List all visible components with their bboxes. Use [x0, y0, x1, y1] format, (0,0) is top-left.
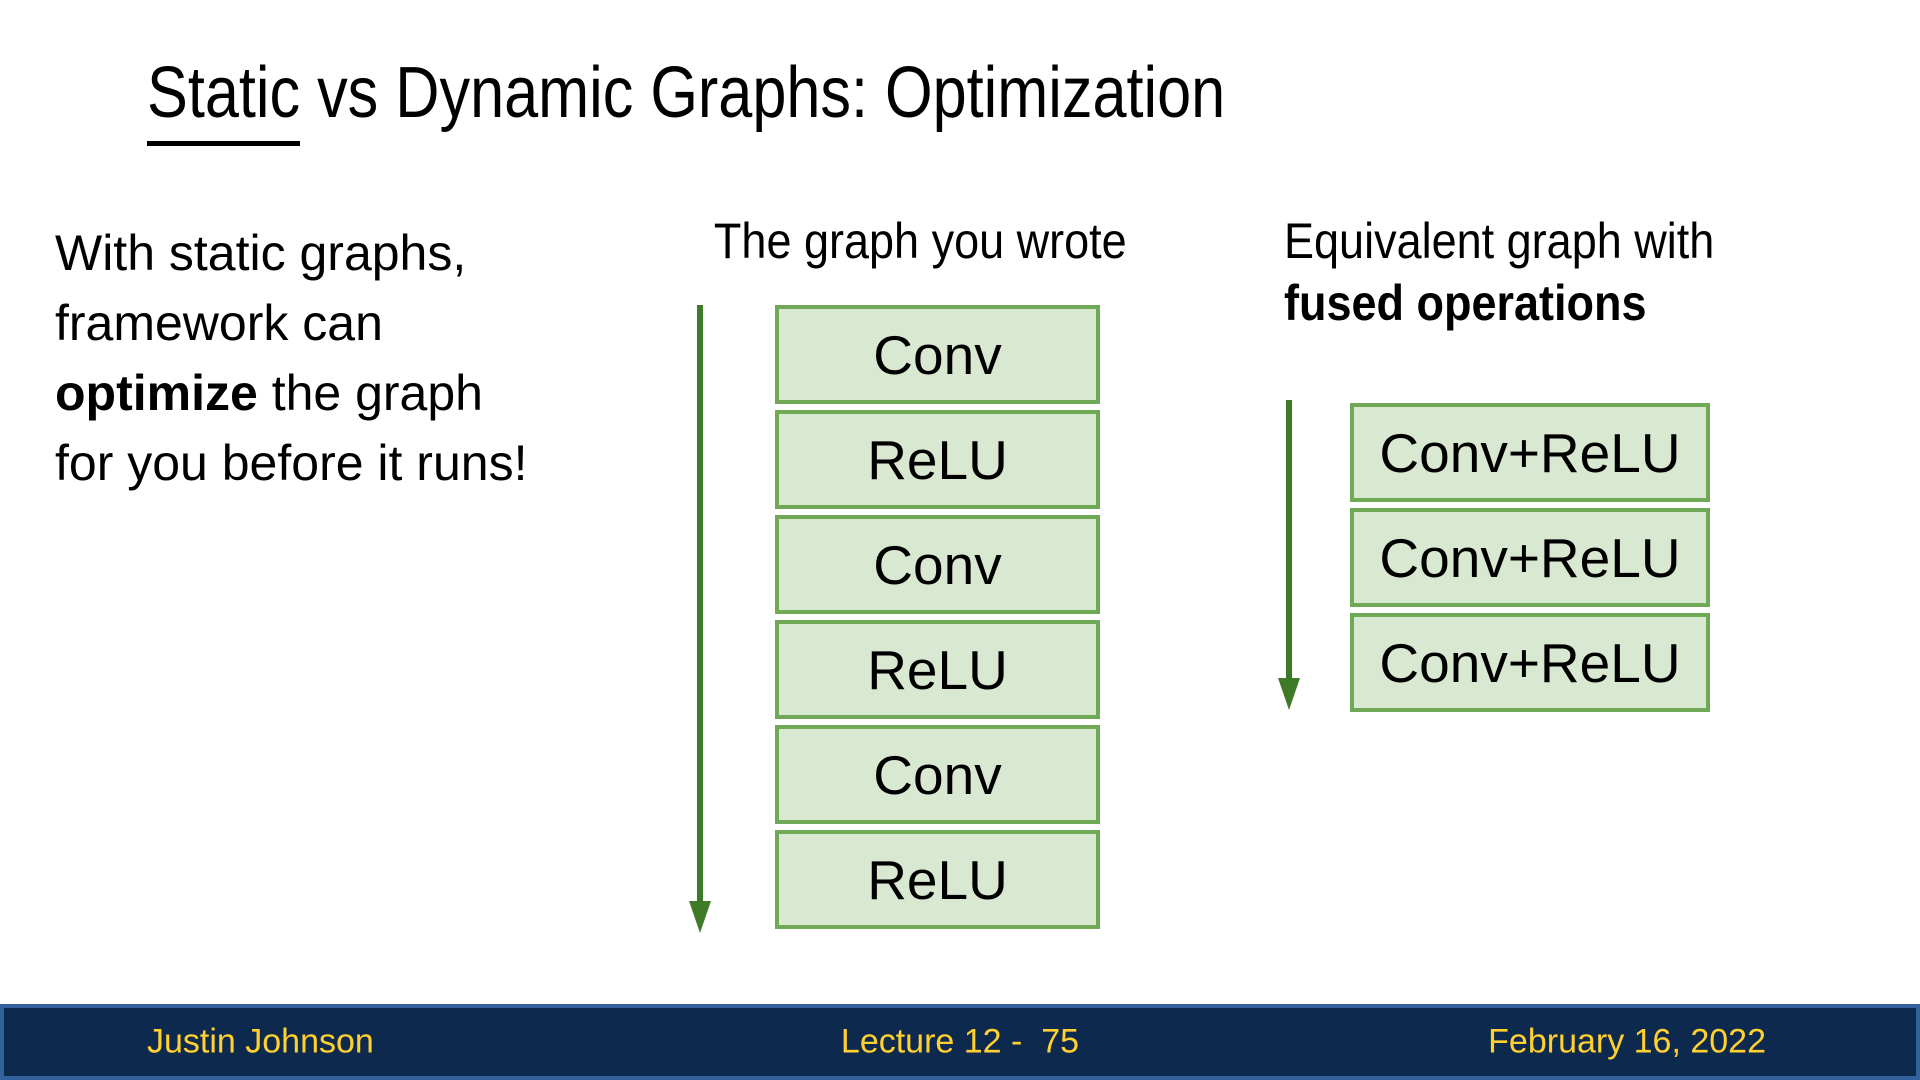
left-note-line: for you before it runs! — [55, 435, 528, 491]
op-box-label: Conv+ReLU — [1379, 421, 1681, 484]
page-title: Static vs Dynamic Graphs: Optimization — [147, 52, 1415, 146]
fused-graph-heading-line1: Equivalent graph with — [1284, 213, 1715, 269]
op-box-label: Conv — [873, 323, 1002, 386]
op-box: Conv+ReLU — [1350, 403, 1710, 502]
title-rest: vs Dynamic Graphs: Optimization — [300, 53, 1226, 133]
op-box: Conv — [775, 515, 1100, 614]
op-box-label: Conv+ReLU — [1379, 631, 1681, 694]
footer-date: February 16, 2022 — [1488, 1022, 1766, 1061]
op-box: ReLU — [775, 830, 1100, 929]
op-box-label: Conv — [873, 743, 1002, 806]
fused-graph-heading-line2: fused operations — [1284, 275, 1647, 331]
op-box: ReLU — [775, 620, 1100, 719]
op-box-label: Conv+ReLU — [1379, 526, 1681, 589]
op-box-label: Conv — [873, 533, 1002, 596]
op-box: Conv — [775, 725, 1100, 824]
op-box-label: ReLU — [867, 638, 1008, 701]
op-box: Conv+ReLU — [1350, 613, 1710, 712]
left-note-line-rest: the graph — [257, 365, 483, 421]
left-note-bold-word: optimize — [55, 365, 258, 421]
written-graph-stack: Conv ReLU Conv ReLU Conv ReLU — [775, 305, 1100, 929]
footer-lecture-number: Lecture 12 - 75 — [840, 1022, 1080, 1061]
op-box: Conv — [775, 305, 1100, 404]
left-note: With static graphs, framework can optimi… — [55, 218, 527, 498]
op-box-label: ReLU — [867, 428, 1008, 491]
down-arrow-icon — [689, 305, 711, 933]
title-underlined-word: Static — [147, 52, 301, 146]
footer-author: Justin Johnson — [147, 1022, 374, 1061]
page-title-text: Static vs Dynamic Graphs: Optimization — [147, 52, 1225, 146]
written-graph-heading: The graph you wrote — [713, 213, 1127, 269]
op-box-label: ReLU — [867, 848, 1008, 911]
left-note-line: framework can — [55, 295, 383, 351]
down-arrow-icon — [1278, 400, 1300, 710]
left-note-line: optimize the graph — [55, 358, 527, 428]
fused-graph-heading: Equivalent graph with fused operations — [1284, 210, 1762, 334]
footer-bar: Justin Johnson Lecture 12 - 75 February … — [0, 1004, 1920, 1080]
left-note-line: With static graphs, — [55, 225, 467, 281]
op-box: Conv+ReLU — [1350, 508, 1710, 607]
fused-graph-stack: Conv+ReLU Conv+ReLU Conv+ReLU — [1350, 403, 1710, 712]
op-box: ReLU — [775, 410, 1100, 509]
